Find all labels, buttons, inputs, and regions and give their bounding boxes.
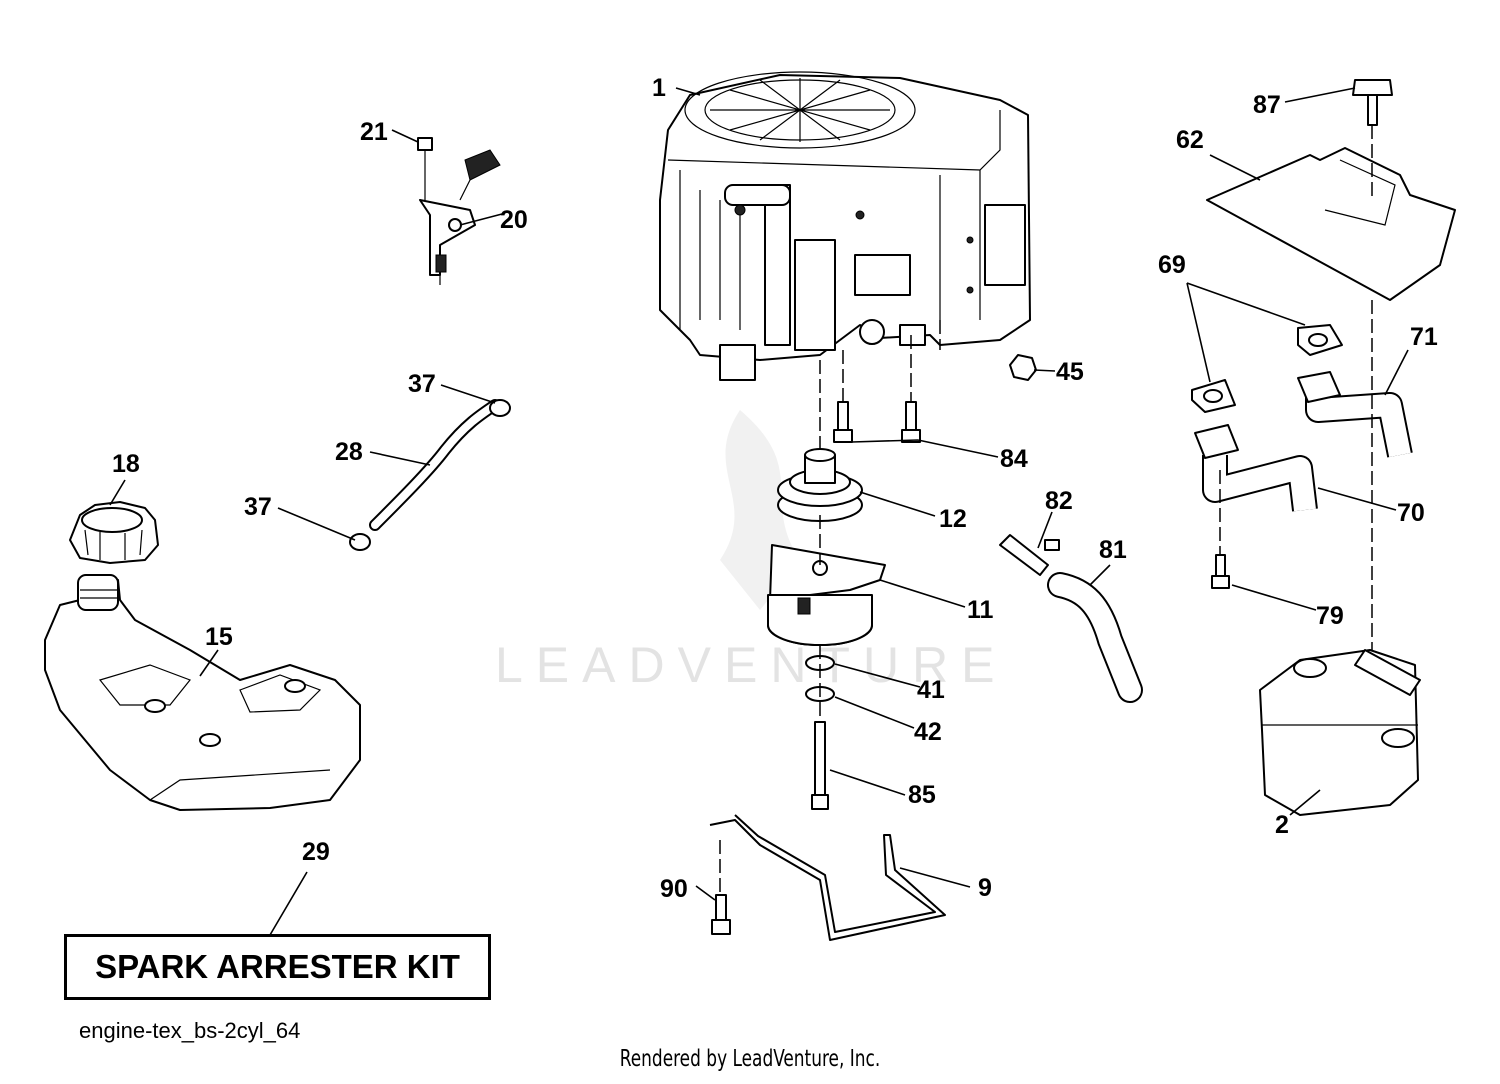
callout-41: 41 <box>917 676 945 704</box>
rendered-by-footer: Rendered by LeadVenture, Inc. <box>619 1046 881 1072</box>
callout-12: 12 <box>939 505 967 533</box>
engine-assembly[interactable] <box>659 71 1031 381</box>
nut-45[interactable] <box>1009 354 1037 381</box>
callout-85: 85 <box>908 781 936 809</box>
callout-1: 1 <box>652 74 666 102</box>
bolt-90[interactable] <box>711 894 731 935</box>
callout-20: 20 <box>500 206 528 234</box>
fuel-line[interactable] <box>369 399 501 531</box>
exhaust-pipe-70[interactable] <box>1194 424 1318 512</box>
exhaust-pipe-71[interactable] <box>1297 371 1413 458</box>
callout-29: 29 <box>302 838 330 866</box>
screw-87[interactable] <box>1352 79 1393 126</box>
callout-71: 71 <box>1410 323 1438 351</box>
fuel-tank[interactable] <box>44 574 361 811</box>
fuel-cap[interactable] <box>69 501 159 564</box>
callout-90: 90 <box>660 875 688 903</box>
callout-11: 11 <box>967 596 994 624</box>
throttle-control-bracket[interactable] <box>419 149 501 285</box>
callout-69: 69 <box>1158 251 1186 279</box>
callout-82: 82 <box>1045 487 1073 515</box>
leadventure-watermark: LEADVENTURE <box>495 637 1008 693</box>
callout-79: 79 <box>1316 602 1344 630</box>
screw-21[interactable] <box>417 137 433 200</box>
callout-45: 45 <box>1056 358 1084 386</box>
callout-28: 28 <box>335 438 363 466</box>
spark-arrester-kit-label[interactable]: SPARK ARRESTER KIT <box>64 934 491 1000</box>
electric-pto-clutch[interactable] <box>767 544 886 646</box>
bolt-84-right[interactable] <box>901 401 921 443</box>
exhaust-gasket-lower[interactable] <box>1191 379 1236 413</box>
engine-pulley[interactable] <box>777 448 863 522</box>
fuel-fitting[interactable] <box>999 534 1060 576</box>
hose-clamp-lower[interactable] <box>349 533 371 551</box>
callout-62: 62 <box>1176 126 1204 154</box>
clutch-bracket[interactable] <box>709 814 946 941</box>
callout-21: 21 <box>360 118 388 146</box>
hose-clamp-upper[interactable] <box>489 399 511 417</box>
assembly-lines <box>719 125 1373 895</box>
callout-87: 87 <box>1253 91 1281 119</box>
bolt-84-left[interactable] <box>833 401 853 443</box>
muffler[interactable] <box>1259 649 1421 816</box>
callout-42: 42 <box>914 718 942 746</box>
callout-15: 15 <box>205 623 233 651</box>
heat-shield[interactable] <box>1206 147 1456 301</box>
diagram-filename: engine-tex_bs-2cyl_64 <box>79 1018 301 1043</box>
callout-18: 18 <box>112 450 140 478</box>
leader-lines <box>109 87 1409 936</box>
callout-37-lower: 37 <box>244 493 272 521</box>
screw-79[interactable] <box>1211 554 1230 589</box>
clutch-bolt[interactable] <box>811 721 829 810</box>
callout-81: 81 <box>1099 536 1127 564</box>
callout-84: 84 <box>1000 445 1028 473</box>
callout-70: 70 <box>1397 499 1425 527</box>
exhaust-gasket-upper[interactable] <box>1297 324 1343 356</box>
callout-37-upper: 37 <box>408 370 436 398</box>
callout-2: 2 <box>1275 811 1289 839</box>
callout-9: 9 <box>978 874 992 902</box>
callout-labels: 1 2 9 11 12 15 18 20 21 28 29 37 37 41 4… <box>112 74 1438 903</box>
hose-81[interactable] <box>1047 572 1143 703</box>
